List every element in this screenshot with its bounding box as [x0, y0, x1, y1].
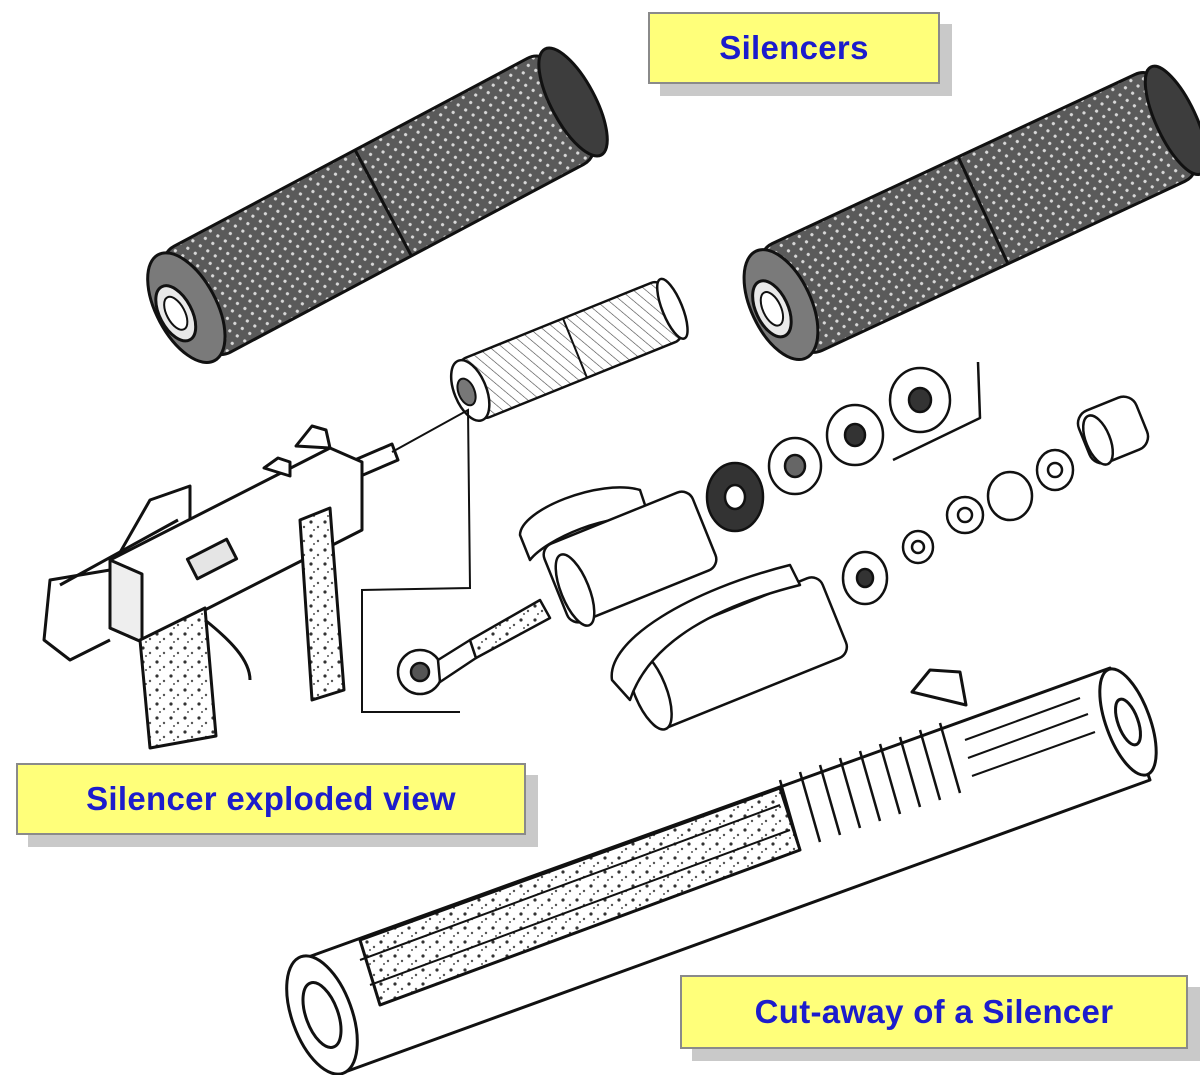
sleeve-upper [518, 486, 718, 627]
label-exploded-view: Silencer exploded view [16, 763, 526, 835]
baffle-row-upper [705, 366, 952, 533]
exploded-components [396, 361, 1150, 731]
sleeve-lower [610, 563, 849, 731]
guide-rod [396, 598, 552, 696]
submachine-gun [42, 424, 400, 750]
leader-line-1 [361, 408, 472, 713]
silencer-small [449, 277, 689, 422]
label-cutaway-text: Cut-away of a Silencer [754, 993, 1114, 1030]
label-cutaway: Cut-away of a Silencer [680, 975, 1188, 1049]
cutaway-silencer [285, 666, 1158, 1075]
baffle-row-lower [841, 529, 935, 606]
label-silencers: Silencers [648, 12, 940, 84]
silencer-right [742, 64, 1200, 362]
label-exploded-view-text: Silencer exploded view [86, 780, 456, 817]
silencer-left [146, 46, 609, 364]
baffle-row-middle [945, 395, 1150, 535]
label-silencers-text: Silencers [719, 29, 869, 66]
